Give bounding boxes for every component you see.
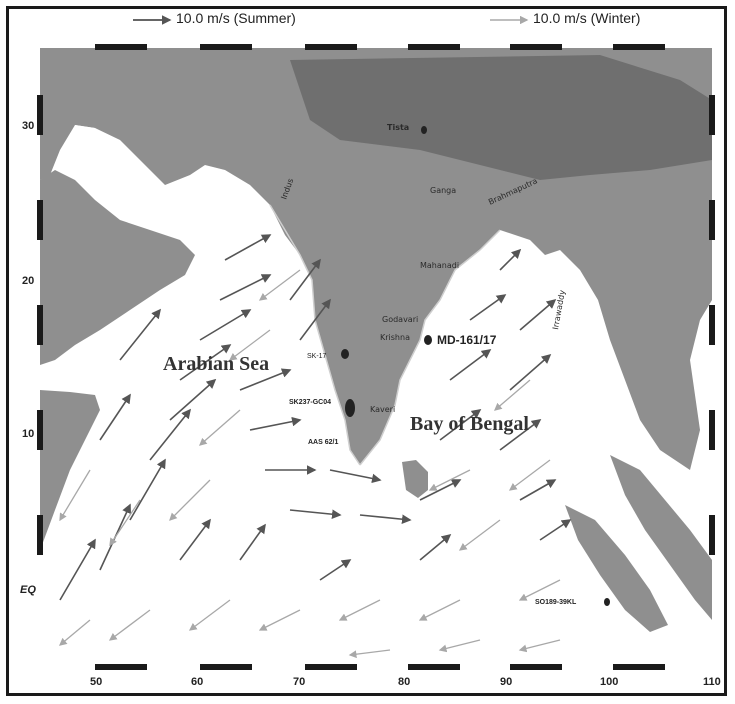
lon-label-50: 50	[90, 676, 103, 688]
label-bay-of-bengal: Bay of Bengal	[410, 413, 529, 435]
label-arabian-sea: Arabian Sea	[163, 353, 269, 375]
core-marker-md161	[424, 335, 432, 345]
malay-peninsula	[610, 455, 712, 620]
lon-label-110: 110	[703, 676, 721, 688]
core-marker-sk17	[341, 349, 349, 359]
label-core-sk17: SK-17	[307, 353, 327, 360]
lon-label-60: 60	[191, 676, 204, 688]
land-layer	[40, 48, 712, 632]
legend-winter-label: 10.0 m/s (Winter)	[533, 10, 641, 26]
label-krishna: Krishna	[380, 333, 410, 342]
core-markers	[341, 126, 610, 606]
persian-gulf	[75, 125, 150, 205]
scale-bars	[37, 44, 715, 670]
lat-label-10: 10	[22, 428, 35, 440]
lon-label-90: 90	[500, 676, 513, 688]
label-core-sk237: SK237-GC04	[289, 399, 331, 406]
himalaya-region	[290, 55, 712, 180]
core-marker-tista	[421, 126, 427, 134]
summer-wind-vectors	[59, 234, 572, 601]
arabia-landmass	[40, 170, 195, 365]
africa-landmass	[40, 390, 100, 545]
core-marker-so189	[604, 598, 610, 606]
lon-label-80: 80	[398, 676, 411, 688]
label-core-aas: AAS 62/1	[308, 439, 338, 446]
lon-label-100: 100	[600, 676, 619, 688]
label-core-so189: SO189-39KL	[535, 599, 577, 606]
coastline	[269, 204, 501, 466]
lat-label-30: 30	[22, 120, 35, 132]
sumatra	[565, 505, 668, 632]
winter-wind-vectors	[59, 269, 561, 659]
label-ganga: Ganga	[430, 186, 456, 195]
core-marker-sk237	[345, 399, 355, 417]
legend-summer-label: 10.0 m/s (Summer)	[176, 10, 296, 26]
label-tista: Tista	[387, 123, 409, 132]
label-mahanadi: Mahanadi	[420, 261, 459, 270]
lon-label-70: 70	[293, 676, 306, 688]
sri-lanka	[402, 460, 428, 498]
label-godavari: Godavari	[382, 315, 418, 324]
label-core-md161: MD-161/17	[437, 333, 497, 347]
label-kaveri: Kaveri	[370, 405, 395, 414]
lat-label-eq: EQ	[20, 584, 36, 596]
lat-label-20: 20	[22, 275, 35, 287]
